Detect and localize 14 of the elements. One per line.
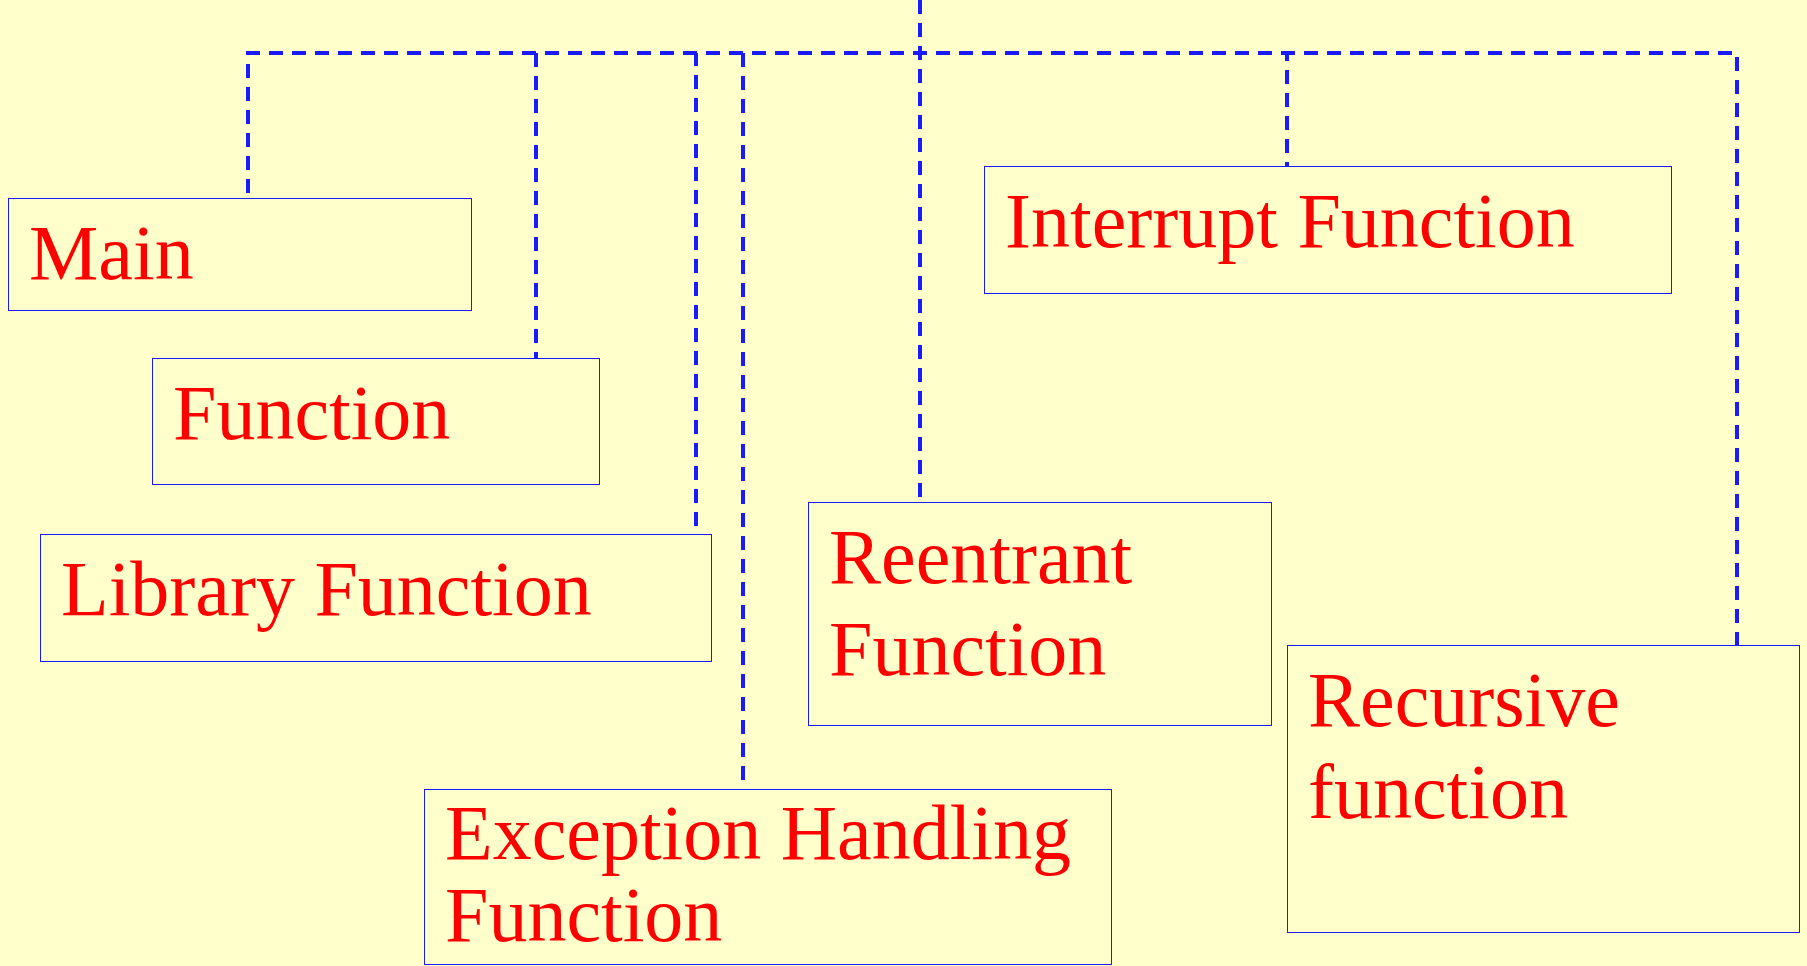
function-box [8, 198, 472, 311]
box-label: Function [173, 368, 452, 458]
function-box [808, 502, 1272, 726]
box-label: Library Function [61, 544, 593, 634]
function-box [1287, 645, 1800, 933]
box-label: Interrupt Function [1005, 176, 1576, 266]
connector-line [918, 0, 1739, 645]
box-label: Exception Handling Function [445, 792, 1073, 956]
box-label: Reentrant Function [829, 512, 1134, 694]
box-label: Recursive function [1308, 655, 1621, 837]
function-box [152, 358, 600, 485]
function-box [40, 534, 712, 662]
box-label: Main [29, 208, 195, 298]
function-box [984, 166, 1672, 294]
